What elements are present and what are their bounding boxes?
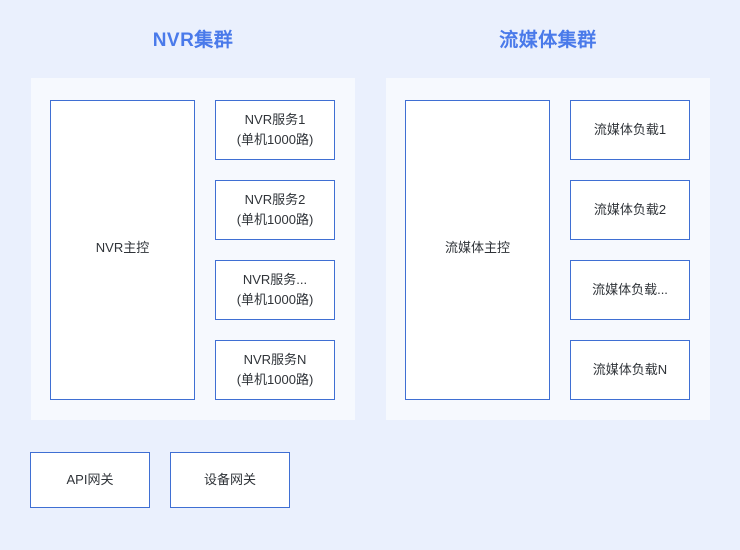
- node-media-master[interactable]: 流媒体主控: [405, 100, 550, 400]
- node-media-master-label: 流媒体主控: [444, 239, 510, 255]
- node-device-gateway[interactable]: 设备网关: [170, 452, 290, 508]
- node-nvr-service-2-label: NVR服务2 (单机1000路): [236, 191, 314, 227]
- node-nvr-service-n-label: NVR服务N (单机1000路): [236, 351, 314, 387]
- node-media-load-n[interactable]: 流媒体负载N: [570, 340, 690, 400]
- cluster-title-media: 流媒体集群: [499, 30, 597, 51]
- node-device-gateway-label: 设备网关: [203, 471, 256, 487]
- node-nvr-service-n[interactable]: NVR服务N (单机1000路): [215, 340, 335, 400]
- node-media-load-1-label: 流媒体负载1: [593, 121, 667, 137]
- node-nvr-service-ellipsis-label: NVR服务... (单机1000路): [236, 271, 314, 307]
- node-nvr-service-1[interactable]: NVR服务1 (单机1000路): [215, 100, 335, 160]
- node-nvr-service-ellipsis[interactable]: NVR服务... (单机1000路): [215, 260, 335, 320]
- node-media-load-2-label: 流媒体负载2: [593, 201, 667, 217]
- node-nvr-master-label: NVR主控: [95, 239, 150, 255]
- node-media-load-1[interactable]: 流媒体负载1: [570, 100, 690, 160]
- node-api-gateway[interactable]: API网关: [30, 452, 150, 508]
- node-nvr-service-1-label: NVR服务1 (单机1000路): [236, 111, 314, 147]
- node-media-load-ellipsis-label: 流媒体负载...: [592, 281, 668, 297]
- node-media-load-n-label: 流媒体负载N: [592, 361, 668, 377]
- node-nvr-master[interactable]: NVR主控: [50, 100, 195, 400]
- node-media-load-2[interactable]: 流媒体负载2: [570, 180, 690, 240]
- node-media-load-ellipsis[interactable]: 流媒体负载...: [570, 260, 690, 320]
- cluster-title-nvr: NVR集群: [152, 30, 234, 51]
- node-nvr-service-2[interactable]: NVR服务2 (单机1000路): [215, 180, 335, 240]
- node-api-gateway-label: API网关: [66, 471, 114, 487]
